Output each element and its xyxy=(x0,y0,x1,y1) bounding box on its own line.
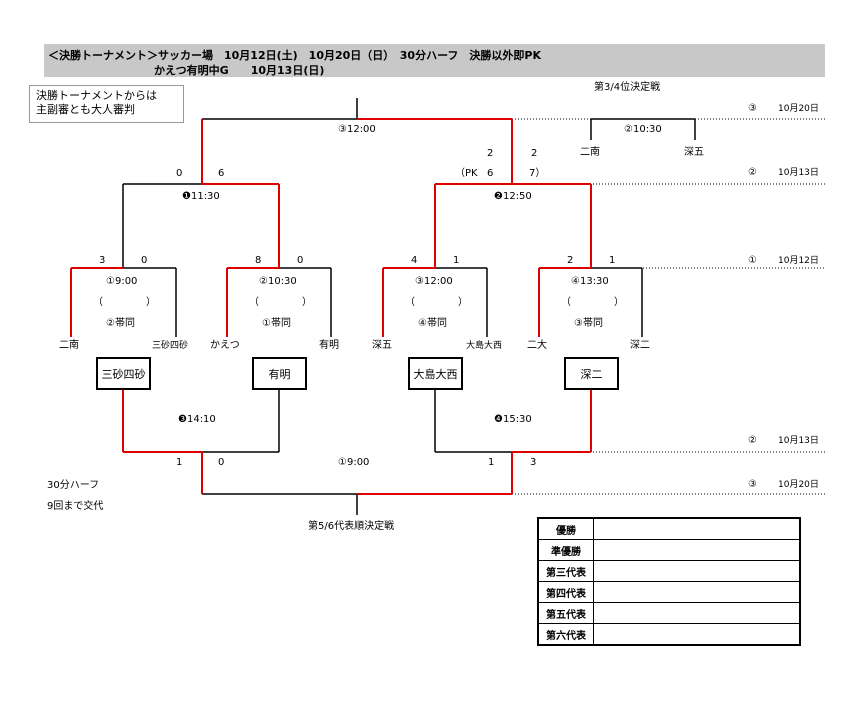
referee-note: 決勝トーナメントからは 主副審とも大人審判 xyxy=(29,85,184,123)
header-bar: ＜決勝トーナメント＞サッカー場 10月12日(土) 10月20日（日） 30分ハ… xyxy=(44,44,825,77)
results-label: 準優勝 xyxy=(537,539,594,561)
loser-box: 有明 xyxy=(252,357,307,390)
round-marker-date: 10月20日 xyxy=(778,480,819,490)
results-value xyxy=(593,581,801,603)
third-place-team-right: 深五 xyxy=(684,147,704,158)
third-place-title: 第3/4位決定戦 xyxy=(594,82,661,93)
r1-paren-l: （ xyxy=(93,297,103,308)
r1-team-left: 深五 xyxy=(372,340,392,351)
r1-paren-r: ） xyxy=(146,297,156,308)
r1-time: ④13:30 xyxy=(571,276,609,287)
semi-right-score-l: 6 xyxy=(487,168,494,179)
r1-score-right: 0 xyxy=(297,255,304,266)
final-time: ③12:00 xyxy=(338,124,376,135)
round-marker-num: ② xyxy=(748,167,757,178)
results-row: 第五代表 xyxy=(537,602,801,624)
note-line-1: 決勝トーナメントからは xyxy=(36,89,157,102)
r1-team-right: 深二 xyxy=(630,340,650,351)
round-marker-num: ① xyxy=(748,255,757,266)
r1-referee: ④帯同 xyxy=(418,318,447,329)
consolation-left-time: ❸14:10 xyxy=(178,414,216,425)
r1-score-right: 1 xyxy=(453,255,460,266)
results-value xyxy=(593,560,801,582)
semi-left-time: ❶11:30 xyxy=(182,191,220,202)
results-label: 第四代表 xyxy=(537,581,594,603)
results-value xyxy=(593,602,801,624)
r1-time: ③12:00 xyxy=(415,276,453,287)
round-marker-date: 10月20日 xyxy=(778,104,819,114)
r1-referee: ①帯同 xyxy=(262,318,291,329)
r1-team-right: 三砂四砂 xyxy=(152,341,189,351)
r1-score-left: 4 xyxy=(411,255,418,266)
results-value xyxy=(593,623,801,646)
third-place-time: ②10:30 xyxy=(624,124,662,135)
round-marker-num: ③ xyxy=(748,479,757,490)
results-row: 準優勝 xyxy=(537,539,801,561)
round-marker-num: ② xyxy=(748,435,757,446)
results-row: 第三代表 xyxy=(537,560,801,582)
semi-left-score-r: 6 xyxy=(218,168,225,179)
header-line-2: かえつ有明中G 10月13日(日) xyxy=(154,64,325,77)
results-row: 第四代表 xyxy=(537,581,801,603)
consolation-score-2: 0 xyxy=(218,457,225,468)
r1-team-left: 二大 xyxy=(527,340,547,351)
rule-substitutions: 9回まで交代 xyxy=(47,501,104,512)
r1-score-left: 3 xyxy=(99,255,106,266)
loser-box: 三砂四砂 xyxy=(96,357,151,390)
r1-time: ①9:00 xyxy=(106,276,138,287)
r1-paren-r: ） xyxy=(302,297,312,308)
results-label: 第六代表 xyxy=(537,623,594,646)
r1-team-right: 大島大西 xyxy=(466,341,503,351)
results-table: 優勝 準優勝 第三代表 第四代表 第五代表 第六代表 xyxy=(537,517,801,646)
r1-team-left: かえつ xyxy=(210,340,240,351)
third-place-team-left: 二南 xyxy=(580,147,600,158)
round-marker-date: 10月13日 xyxy=(778,436,819,446)
round-marker-date: 10月12日 xyxy=(778,256,819,266)
r1-team-left: 二南 xyxy=(59,340,79,351)
rule-half-time: 30分ハーフ xyxy=(47,480,100,491)
r1-time: ②10:30 xyxy=(259,276,297,287)
results-row: 優勝 xyxy=(537,517,801,540)
r1-score-right: 1 xyxy=(609,255,616,266)
r1-referee: ③帯同 xyxy=(574,318,603,329)
final-score-right: 2 xyxy=(531,148,538,159)
r1-team-right: 有明 xyxy=(319,340,339,351)
r1-score-right: 0 xyxy=(141,255,148,266)
semi-left-score-l: 0 xyxy=(176,168,183,179)
note-line-2: 主副審とも大人審判 xyxy=(36,103,135,116)
consolation-right-time: ❹15:30 xyxy=(494,414,532,425)
consolation-score-1: 1 xyxy=(176,457,183,468)
consolation-score-3: 1 xyxy=(488,457,495,468)
r1-score-left: 2 xyxy=(567,255,574,266)
results-label: 第五代表 xyxy=(537,602,594,624)
r1-paren-l: （ xyxy=(249,297,259,308)
results-label: 第三代表 xyxy=(537,560,594,582)
loser-box: 深二 xyxy=(564,357,619,390)
semi-right-pk-r: 7） xyxy=(529,168,546,179)
results-row: 第六代表 xyxy=(537,623,801,646)
loser-box: 大島大西 xyxy=(408,357,463,390)
consolation-score-4: 3 xyxy=(530,457,537,468)
semi-right-pk-l: （PK xyxy=(455,168,478,179)
r1-referee: ②帯同 xyxy=(106,318,135,329)
r1-paren-r: ） xyxy=(458,297,468,308)
r1-paren-l: （ xyxy=(561,297,571,308)
final-score-left: 2 xyxy=(487,148,494,159)
round-marker-num: ③ xyxy=(748,103,757,114)
r1-paren-l: （ xyxy=(405,297,415,308)
header-line-1: ＜決勝トーナメント＞サッカー場 10月12日(土) 10月20日（日） 30分ハ… xyxy=(48,49,542,62)
results-label: 優勝 xyxy=(537,517,594,540)
results-value xyxy=(593,539,801,561)
consolation-final-time: ①9:00 xyxy=(338,457,370,468)
r1-score-left: 8 xyxy=(255,255,262,266)
results-value xyxy=(593,517,801,540)
semi-right-time: ❷12:50 xyxy=(494,191,532,202)
consolation-title: 第5/6代表順決定戦 xyxy=(308,521,395,532)
round-marker-date: 10月13日 xyxy=(778,168,819,178)
r1-paren-r: ） xyxy=(614,297,624,308)
